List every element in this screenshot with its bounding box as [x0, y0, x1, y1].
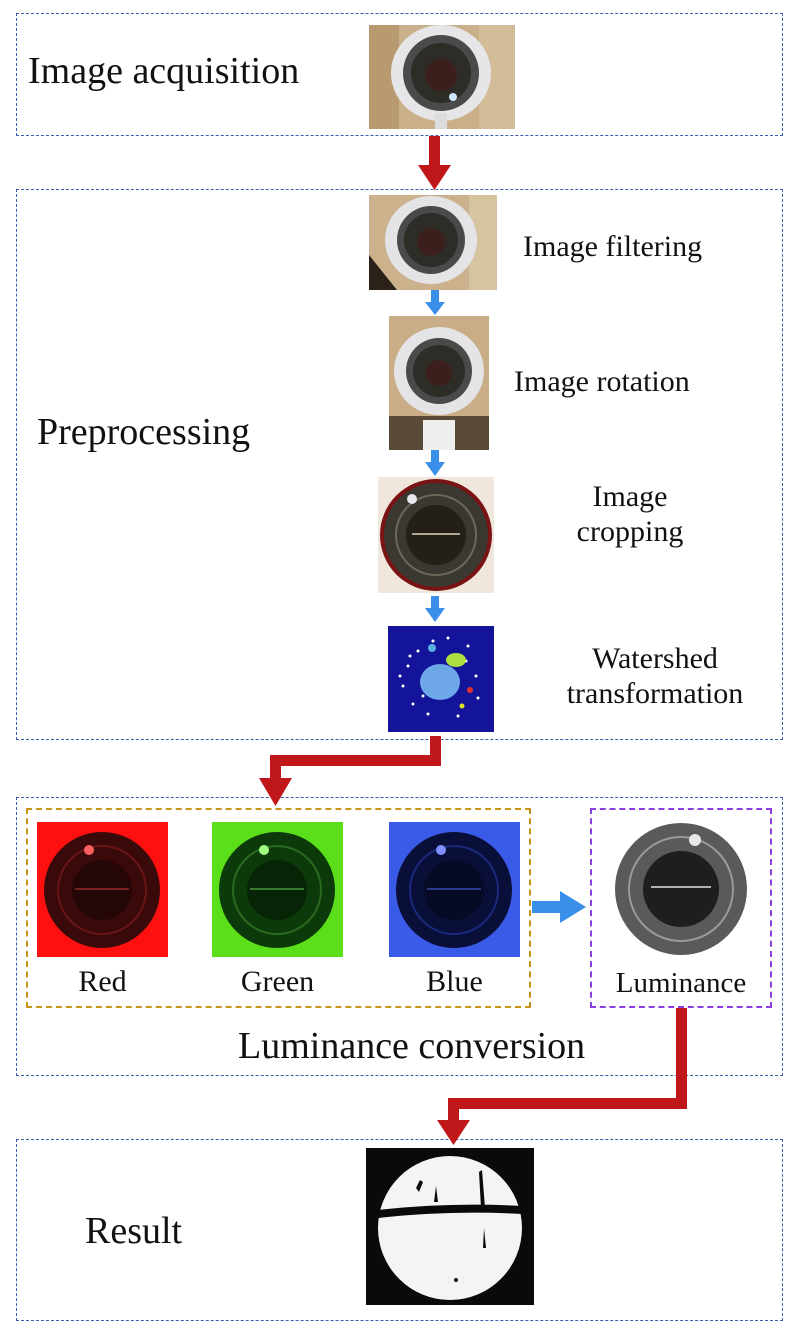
arrow-preprocessing-to-rgb [259, 736, 441, 806]
filtering-photo [369, 195, 497, 290]
preprocessing-stage [16, 189, 783, 740]
cropping-label-line1: Image [592, 480, 668, 513]
filtering-label: Image filtering [523, 230, 703, 263]
luminance-output-group [590, 808, 772, 1008]
red-channel-label: Red [78, 965, 127, 998]
rotation-label: Image rotation [514, 365, 690, 398]
luminance-conversion-label: Luminance conversion [238, 1025, 586, 1067]
arrow-acquisition-to-preprocessing [418, 136, 451, 190]
cropping-label-line2: cropping [576, 514, 684, 548]
luminance-conversion-stage [16, 797, 783, 1076]
result-image [366, 1148, 534, 1305]
result-label: Result [85, 1210, 183, 1252]
blue-channel-label: Blue [426, 965, 483, 998]
acquisition-label: Image acquisition [28, 50, 300, 92]
green-channel-image [212, 822, 343, 957]
acquisition-photo [369, 25, 515, 129]
result-stage [16, 1139, 783, 1321]
watershed-image [388, 626, 494, 732]
watershed-label: Watershed transformation [520, 642, 790, 711]
step-arrow-3 [425, 596, 445, 622]
rotation-photo [389, 316, 489, 450]
cropping-label: Image cropping [555, 480, 705, 549]
luminance-output-label: Luminance [615, 967, 747, 999]
green-channel-label: Green [240, 965, 315, 998]
arrow-rgb-to-luminance [532, 891, 586, 923]
acquisition-stage [16, 13, 783, 136]
preprocessing-label: Preprocessing [37, 411, 251, 453]
step-arrow-1 [425, 290, 445, 315]
watershed-label-line2: transformation [566, 676, 744, 710]
step-arrow-2 [425, 450, 445, 476]
cropping-photo [378, 477, 494, 593]
arrow-luminance-to-result [437, 1008, 687, 1145]
rgb-channel-group [26, 808, 531, 1008]
luminance-image [603, 818, 759, 960]
red-channel-image [37, 822, 168, 957]
blue-channel-image [389, 822, 520, 957]
watershed-label-line1: Watershed [592, 642, 718, 675]
